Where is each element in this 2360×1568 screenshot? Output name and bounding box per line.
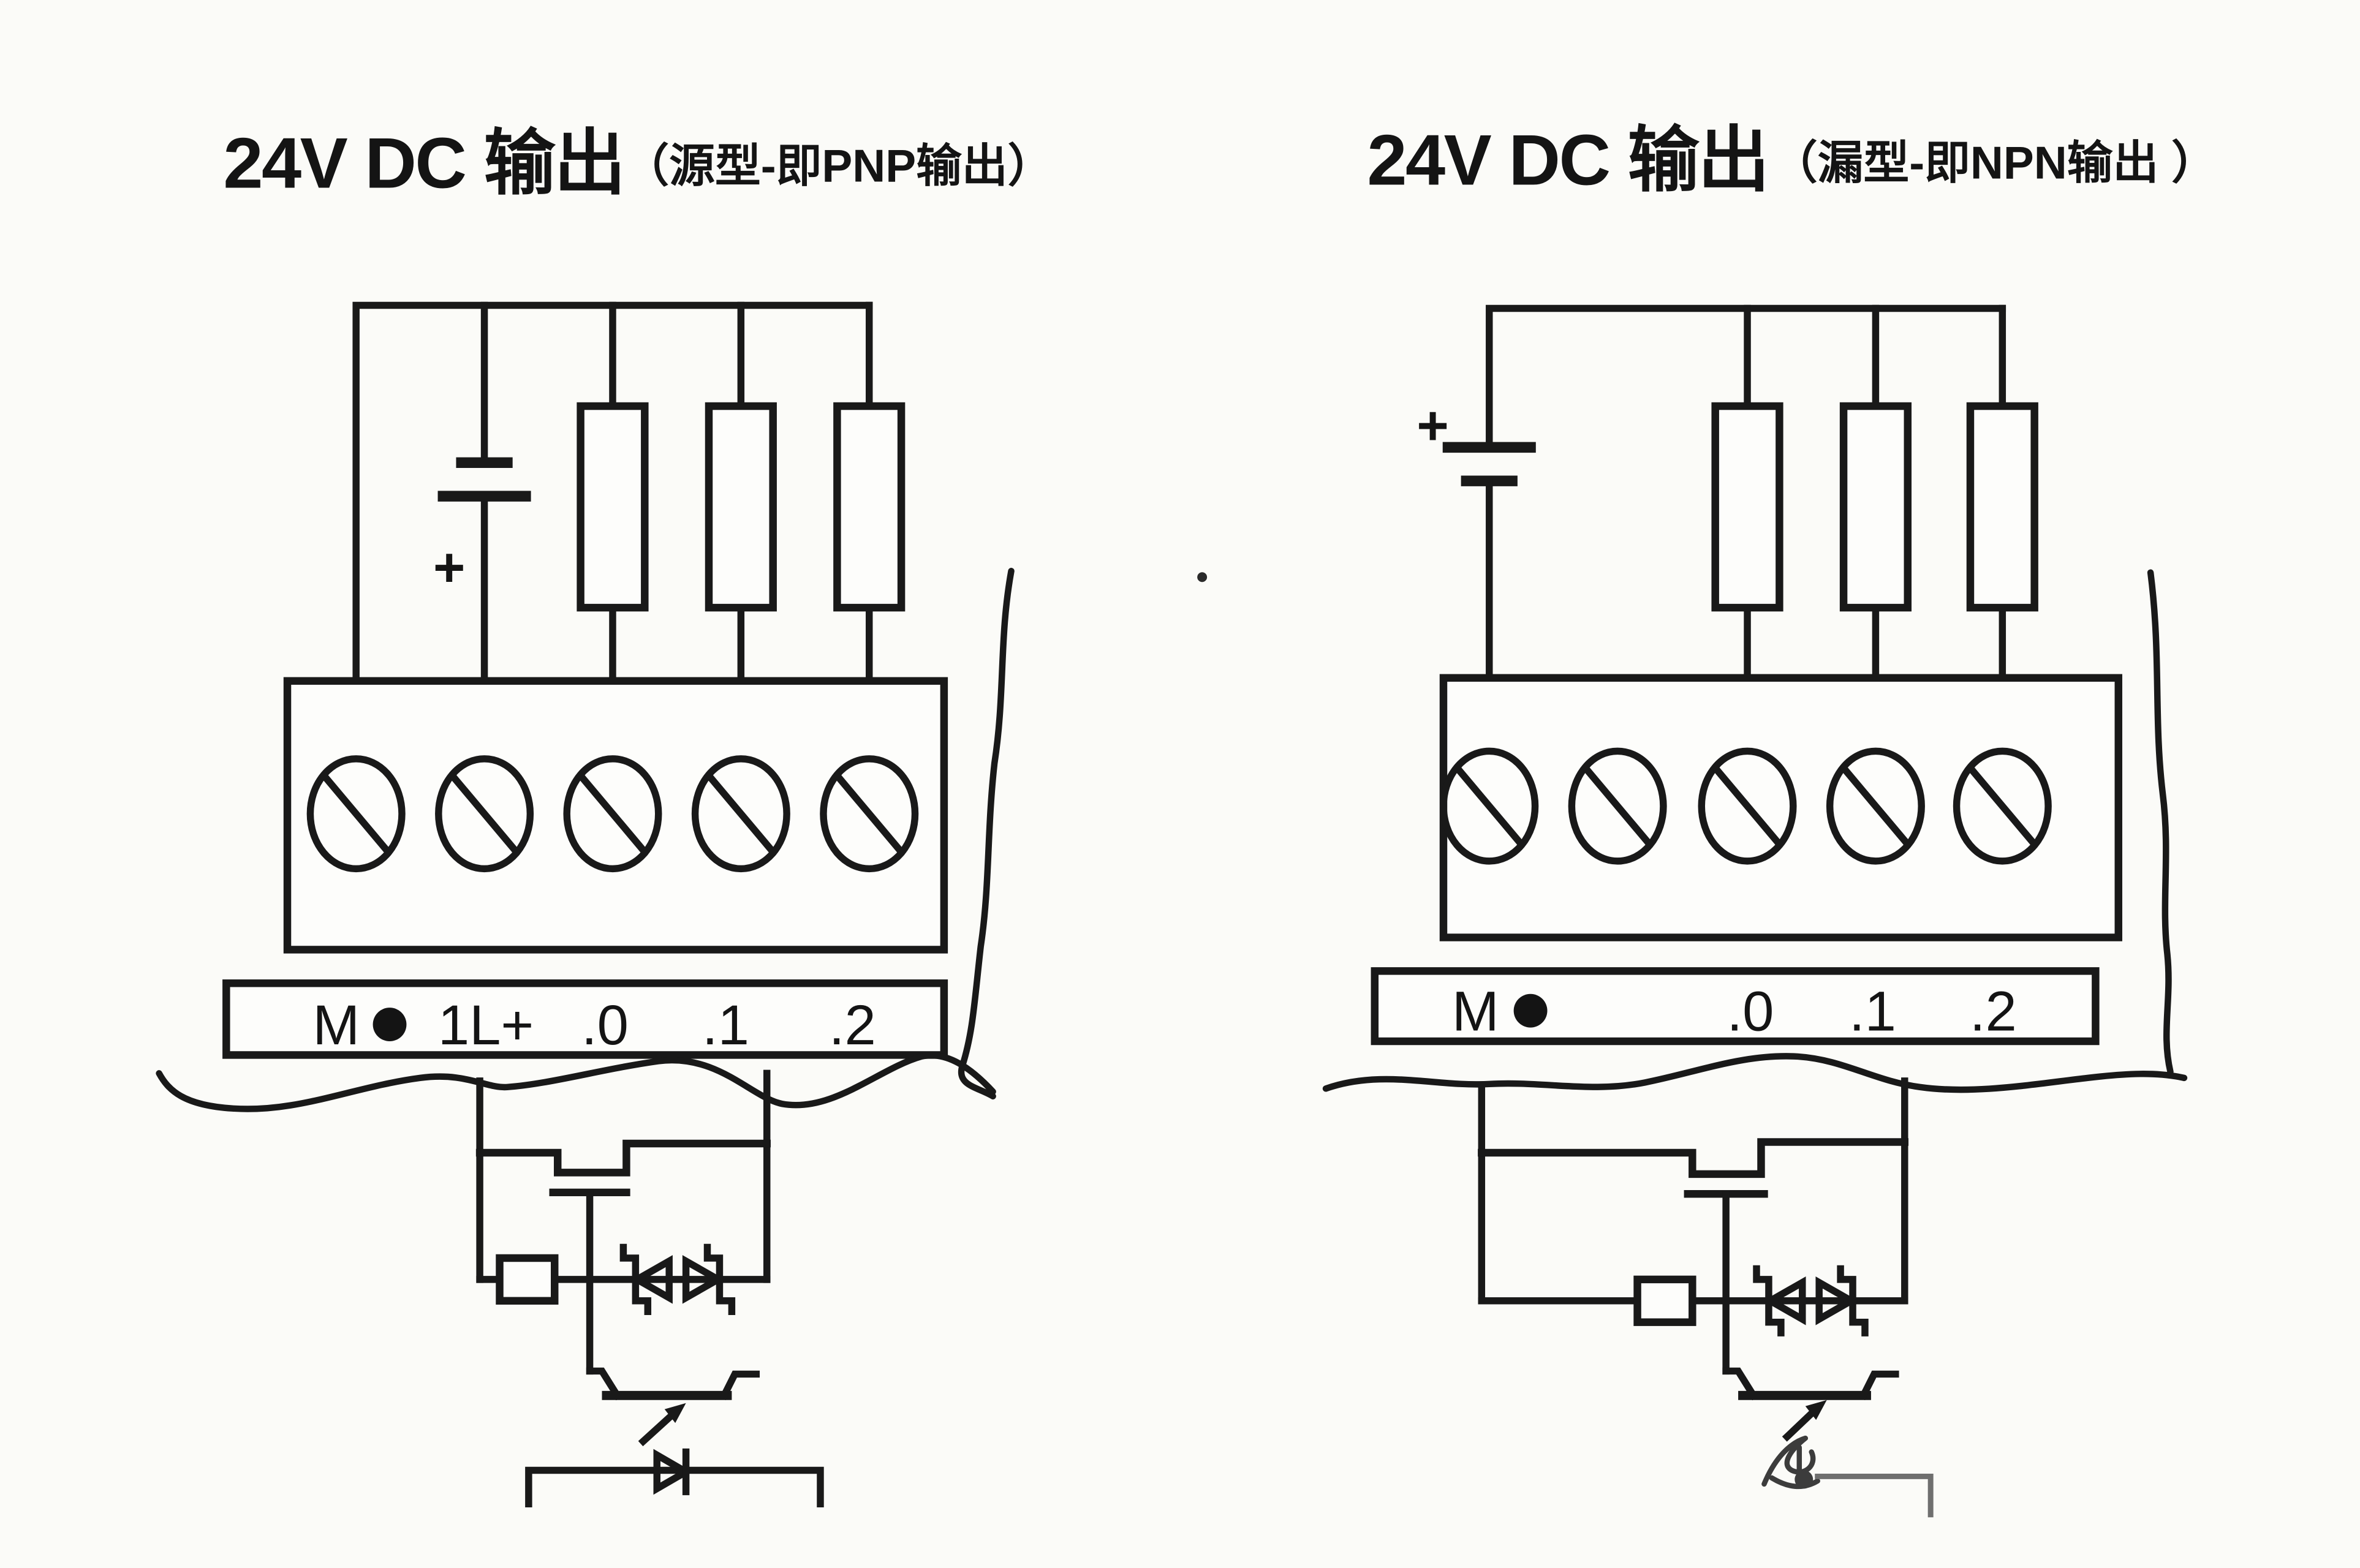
power-rail-wire [352, 301, 873, 685]
m-terminal-dot-icon [1513, 993, 1548, 1028]
handwritten-scribble [1761, 1435, 1816, 1487]
scan-speck [1197, 572, 1208, 582]
torn-edge-bottom [1322, 1053, 2188, 1093]
resistor-symbol [1966, 402, 2038, 612]
screw-terminal-icon [563, 755, 662, 873]
screw-terminal-icon [435, 755, 534, 873]
terminal-label-q1: .1 [702, 993, 749, 1057]
terminal-label-q1: .1 [1849, 980, 1896, 1043]
screw-terminal-icon [820, 755, 919, 873]
mosfet-channel-icon [475, 1139, 771, 1177]
load-rail-wire [525, 1466, 824, 1508]
internal-output-circuit [475, 1069, 824, 1508]
torn-edge-right [2147, 569, 2174, 1076]
zener-diode-icon [1815, 1265, 1869, 1336]
power-rail-wire [1486, 304, 2006, 450]
terminal-label-m: M [1452, 980, 1499, 1043]
resistor-symbol [577, 402, 649, 612]
resistor-symbol [1711, 402, 1783, 612]
left-title: 24V DC 输出 [223, 123, 624, 203]
terminal-label-strip [1371, 967, 2100, 1046]
right-title-annotation: （漏型-即NPN输出 ） [1772, 137, 2217, 189]
resistor-symbol [833, 402, 906, 612]
battery-symbol: + [1416, 395, 1536, 682]
diagram-pnp-source: 24V DC 输出 （源型-即PNP输出） + [156, 123, 1053, 1508]
arrowhead-icon [1805, 1400, 1827, 1420]
terminal-label-q2: .2 [1970, 980, 2017, 1043]
zener-diode-icon [1753, 1265, 1806, 1336]
terminal-label-m: M [312, 993, 360, 1057]
terminal-label-q0: .0 [581, 993, 629, 1057]
m-terminal-dot-icon [373, 1008, 407, 1042]
output-transistor-icon [1722, 1367, 1899, 1442]
zener-diode-icon [682, 1243, 736, 1315]
screw-terminal-icon [1826, 747, 1925, 865]
load-resistors [577, 301, 906, 685]
internal-output-circuit [1478, 1077, 1934, 1518]
screw-terminals [306, 755, 919, 873]
screw-terminal-icon [1953, 747, 2052, 865]
left-title-annotation: （源型-即PNP输出） [623, 140, 1053, 192]
zener-diode-icon [619, 1243, 673, 1315]
arrowhead-icon [664, 1403, 686, 1423]
terminal-label-q2: .2 [829, 993, 876, 1057]
diagram-npn-sink: 24V DC 输出 （漏型-即NPN输出 ） + [1322, 120, 2217, 1518]
terminal-block [1439, 674, 2122, 941]
right-title: 24V DC 输出 [1367, 120, 1768, 200]
screw-terminals [1440, 747, 2052, 865]
diode-icon [653, 1449, 694, 1495]
screw-terminal-icon [1440, 747, 1539, 865]
resistor-symbol [705, 402, 777, 612]
scribble-blob [1795, 1470, 1813, 1489]
torn-edge-right [958, 568, 1015, 1099]
battery-symbol: + [433, 301, 531, 685]
screw-terminal-icon [1568, 747, 1667, 865]
series-resistor-box [496, 1254, 559, 1305]
screw-terminal-icon [1698, 747, 1797, 865]
mosfet-channel-icon [1478, 1138, 1909, 1178]
screw-terminal-icon [306, 755, 406, 873]
handwritten-load-mark [1761, 1435, 1934, 1518]
terminal-label-q0: .0 [1727, 980, 1774, 1043]
freewheel-diode-branch [525, 1448, 824, 1508]
series-resistor-box [1633, 1275, 1696, 1326]
terminal-label-strip [222, 979, 948, 1059]
torn-edge-bottom [156, 1052, 996, 1112]
load-hook-wire [1815, 1473, 1934, 1518]
screw-terminal-icon [691, 755, 790, 873]
resistor-symbol [1839, 402, 1912, 612]
battery-plus-label: + [433, 537, 465, 598]
output-transistor-icon [586, 1367, 760, 1447]
load-resistors [1711, 304, 2038, 682]
battery-plus-label: + [1416, 395, 1448, 456]
terminal-label-1l: 1L+ [438, 993, 534, 1057]
